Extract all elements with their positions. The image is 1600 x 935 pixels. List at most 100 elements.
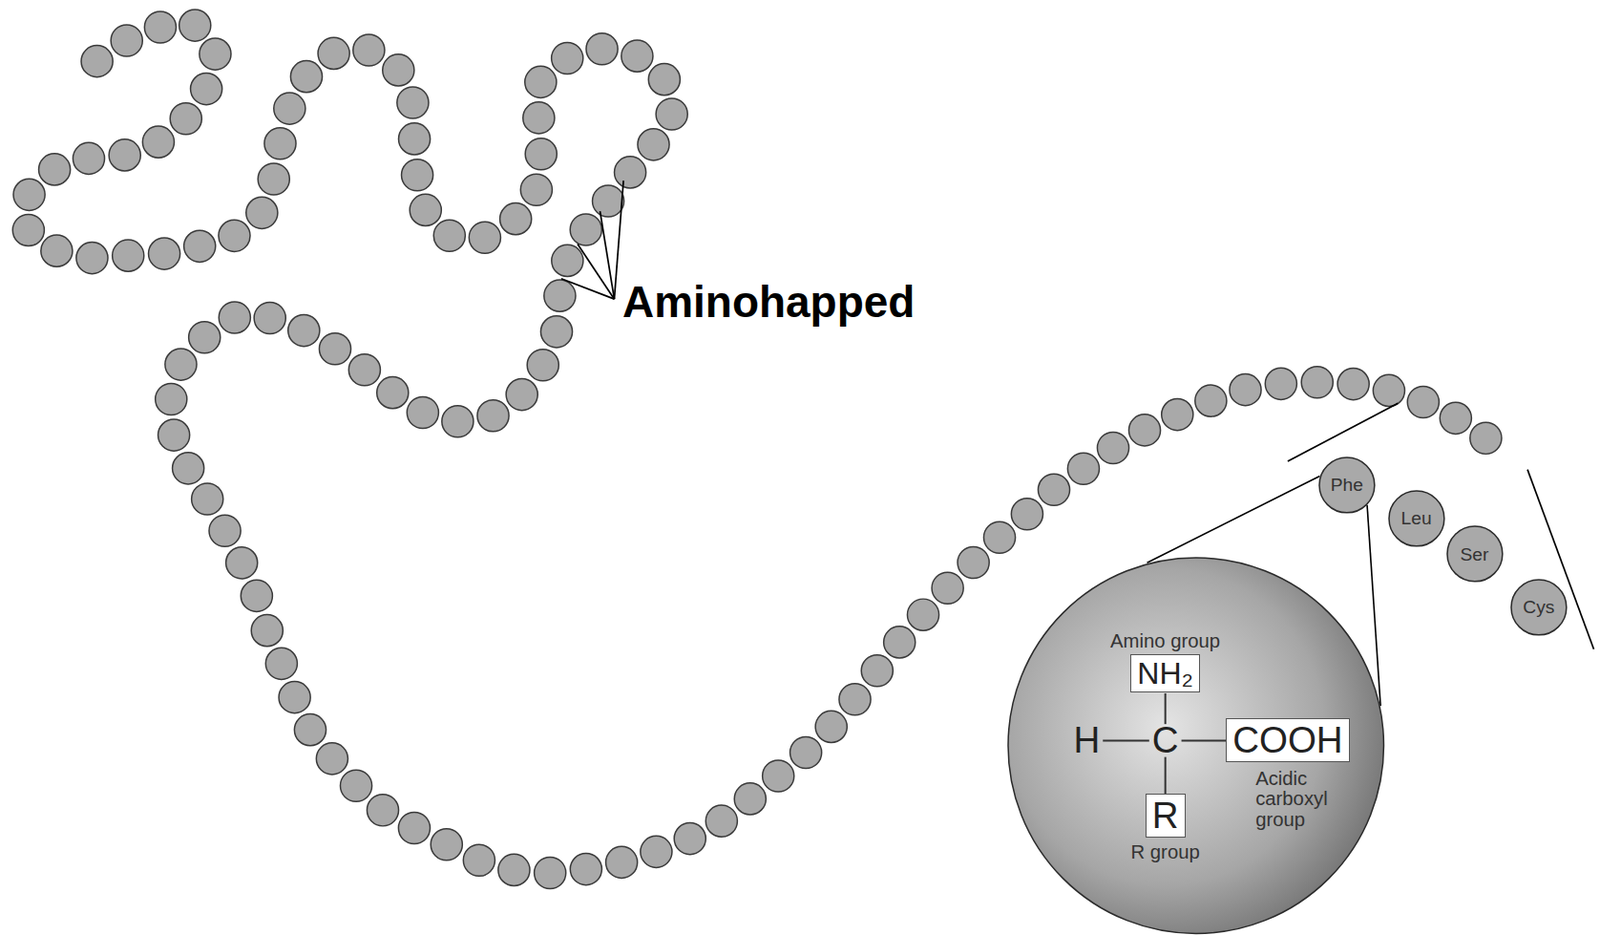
amino-acid-bead xyxy=(265,647,297,679)
amino-acid-bead xyxy=(1301,366,1333,399)
amino-acid-bead xyxy=(520,173,552,206)
amino-acid-bead xyxy=(648,63,680,96)
amino-acid-bead xyxy=(81,45,113,78)
amino-acid-bead xyxy=(406,396,439,428)
amino-acid-bead xyxy=(382,54,415,86)
amino-acid-bead: Ser xyxy=(1446,525,1504,583)
amino-acid-bead xyxy=(790,736,822,768)
group-caption: Amino group xyxy=(1110,631,1221,652)
amino-acid-bead: Leu xyxy=(1388,489,1446,548)
amino-acid-bead xyxy=(179,9,211,42)
amino-acid-bead xyxy=(172,452,205,485)
amino-acid-bead xyxy=(251,614,283,647)
amino-acid-detail-circle: H C NH₂ Amino groupCOOH Acidic carboxyl grou… xyxy=(1007,556,1385,934)
amino-acid-bead xyxy=(13,178,45,211)
amino-acid-bead xyxy=(294,714,326,746)
circle-shape xyxy=(1511,579,1567,635)
amino-acid-bead xyxy=(142,126,174,158)
atom-symbol: H xyxy=(1073,721,1100,758)
amino-acid-bead xyxy=(409,193,442,226)
amino-acid-bead xyxy=(655,98,688,130)
amino-acid-bead xyxy=(278,681,311,714)
amino-acid-bead xyxy=(317,37,350,69)
zoom-line xyxy=(1287,402,1398,462)
amino-acid-bead xyxy=(264,127,296,160)
zoom-connector xyxy=(1147,475,1321,563)
amino-acid-bead xyxy=(12,213,44,246)
amino-acid-name: Cys xyxy=(1522,597,1555,616)
amino-acid-bead xyxy=(366,794,399,826)
amino-acid-bead xyxy=(253,301,286,334)
amino-acid-bead xyxy=(1010,498,1043,530)
amino-acid-bead xyxy=(41,234,73,267)
amino-acid-bead xyxy=(339,769,372,801)
amino-acid-bead xyxy=(288,315,320,347)
amino-acid-bead xyxy=(399,123,431,155)
amino-acid-bead xyxy=(1407,385,1439,418)
functional-group-box: RR group xyxy=(1145,793,1186,838)
amino-acid-bead xyxy=(640,835,673,867)
group-formula: COOH xyxy=(1232,721,1343,758)
amino-acid-bead xyxy=(551,244,584,276)
leader-line xyxy=(600,210,615,299)
amino-acid-bead xyxy=(1067,452,1099,485)
amino-acid-bead xyxy=(165,348,197,380)
amino-acid-bead xyxy=(906,598,939,631)
amino-acid-bead xyxy=(526,349,559,381)
amino-acid-bead xyxy=(397,86,429,119)
group-caption: Acidic carboxyl group xyxy=(1255,768,1354,830)
leader-line xyxy=(561,278,615,299)
amino-acid-chain xyxy=(12,9,1508,889)
amino-acid-bead xyxy=(614,156,647,189)
amino-acid-bead xyxy=(218,219,251,252)
amino-acid-name: Ser xyxy=(1460,545,1490,564)
amino-acid-bead xyxy=(191,483,224,515)
amino-acid-bead xyxy=(861,654,893,687)
amino-acid-bead xyxy=(39,153,71,186)
chemical-bond xyxy=(1164,756,1167,794)
amino-acid-bead xyxy=(1372,374,1405,406)
amino-acid-bead: Phe xyxy=(1318,456,1376,514)
amino-acid-bead xyxy=(592,185,625,217)
amino-acid-bead xyxy=(1470,421,1502,454)
amino-acid-bead xyxy=(500,203,532,235)
group-formula: R xyxy=(1152,797,1179,834)
amino-acid-bead xyxy=(184,230,216,262)
amino-acid-bead xyxy=(957,546,990,578)
amino-acid-bead xyxy=(209,514,241,547)
atom-symbol: C xyxy=(1152,721,1179,758)
zoom-lines xyxy=(1287,402,1595,650)
chemical-bond xyxy=(1181,738,1227,741)
amino-acid-bead xyxy=(637,128,670,161)
amino-acid-bead xyxy=(544,279,576,312)
amino-acid-bead xyxy=(505,378,538,411)
amino-acid-bead xyxy=(377,377,409,409)
amino-acid-bead xyxy=(983,521,1015,553)
amino-acid-bead xyxy=(525,65,557,98)
amino-acid-bead xyxy=(430,828,463,861)
amino-acid-bead xyxy=(1195,384,1227,417)
amino-acid-bead xyxy=(1229,374,1262,406)
group-caption: R group xyxy=(1131,842,1200,863)
amino-acid-bead xyxy=(525,138,557,170)
amino-acid-bead xyxy=(169,103,202,135)
amino-acid-bead xyxy=(1439,401,1472,434)
amino-acid-bead xyxy=(108,139,141,171)
group-formula: NH₂ xyxy=(1136,657,1194,689)
amino-acid-name: Leu xyxy=(1401,508,1432,527)
amino-acid-bead xyxy=(218,301,251,334)
amino-acid-bead xyxy=(540,315,572,348)
amino-acid-bead xyxy=(551,42,584,74)
leader-lines xyxy=(561,180,624,299)
part-label: Aminohapped xyxy=(622,277,915,327)
leader-line xyxy=(577,243,614,299)
amino-acid-bead: Cys xyxy=(1510,578,1568,636)
amino-acid-bead xyxy=(705,804,737,837)
amino-acid-bead xyxy=(318,333,351,365)
amino-acid-bead xyxy=(246,196,278,229)
amino-acid-bead xyxy=(148,237,181,270)
amino-acid-bead xyxy=(1337,368,1369,400)
amino-acid-bead xyxy=(158,419,190,451)
chemical-bond xyxy=(1164,692,1167,723)
